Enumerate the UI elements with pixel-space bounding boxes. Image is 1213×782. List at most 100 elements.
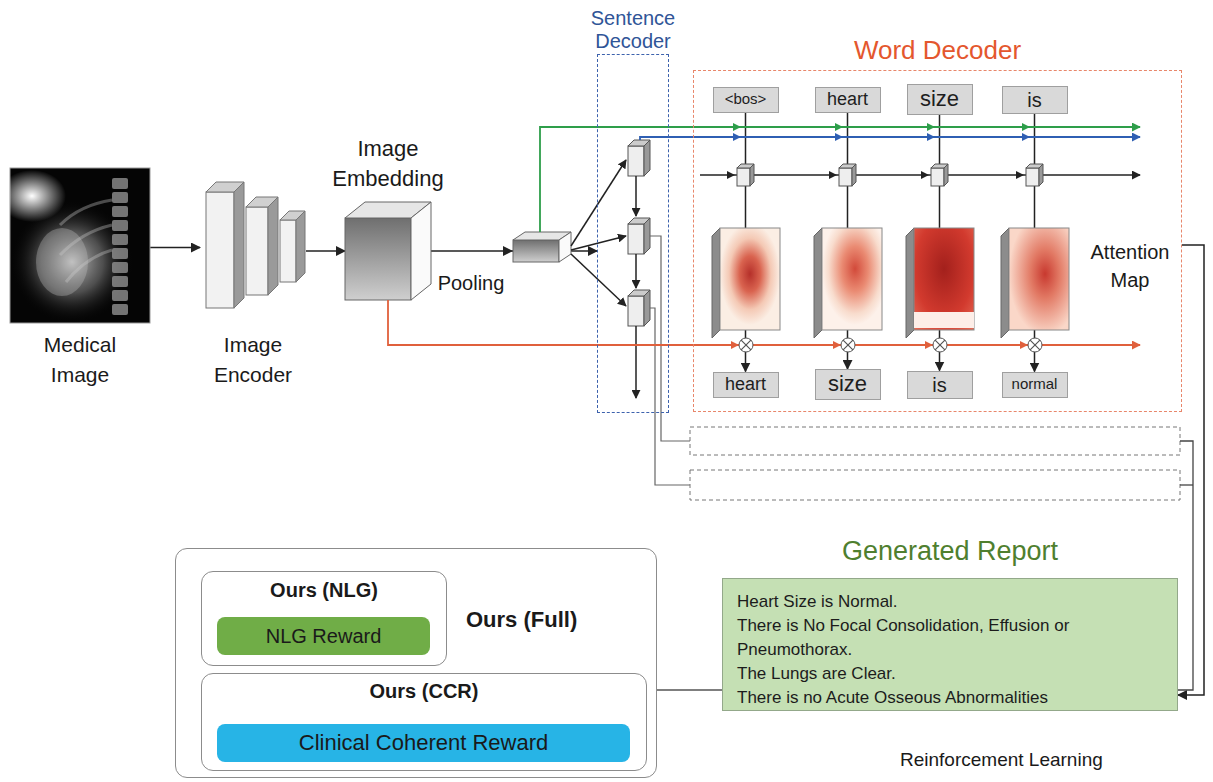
box-text: heart <box>725 375 766 395</box>
cube-front <box>345 218 411 300</box>
cell-front <box>1026 168 1039 186</box>
method-group: Ours (Full)Ours (NLG)NLG RewardOurs (CCR… <box>175 548 657 778</box>
state-arrow <box>635 254 637 288</box>
connector-arrow <box>306 250 345 252</box>
token-box: size <box>907 84 973 115</box>
method-box: Ours (CCR) Clinical Coherent Reward <box>201 673 647 771</box>
multiply-symbol <box>739 338 753 352</box>
sentence-slot <box>690 470 1180 500</box>
state-arrow <box>635 176 637 216</box>
heading-holder: Generated Report <box>722 535 1178 567</box>
multiply-cross <box>1030 340 1040 350</box>
box-body: normal <box>1003 373 1067 397</box>
box-text: Ours (CCR) <box>370 679 479 703</box>
box-heading: Word Decoder <box>788 35 1088 65</box>
decoder-step <box>906 123 974 352</box>
token-box: heart <box>713 372 779 398</box>
xray-vertebra <box>112 206 128 217</box>
token-box: <bos> <box>713 87 779 113</box>
arrow-head <box>503 246 513 256</box>
box-body: is <box>908 372 972 398</box>
arrow-head <box>921 171 929 179</box>
multiply-symbol <box>1028 338 1042 352</box>
map-side <box>814 228 822 338</box>
box-body: size <box>816 370 880 399</box>
map-side <box>906 228 914 338</box>
arrow-head <box>1016 171 1024 179</box>
fan-arrow <box>571 160 626 246</box>
medical-image: Medical Image <box>10 168 150 323</box>
arrow-head <box>829 171 837 179</box>
connector-arrow <box>150 247 200 249</box>
attention-map-strip <box>914 312 974 328</box>
box-heading: Generated Report <box>722 535 1178 567</box>
map-side <box>1001 228 1009 338</box>
box-body: size <box>908 85 972 114</box>
word-cell <box>737 164 754 186</box>
box-body: <bos> <box>714 88 778 112</box>
box-text: The Lungs are Clear. <box>737 662 896 686</box>
token-box: size <box>815 369 881 400</box>
box-text: normal <box>1012 376 1058 393</box>
multiply-symbol <box>841 338 855 352</box>
xray-vertebra <box>112 220 128 231</box>
pooled-vector <box>513 232 571 262</box>
encoder-panel <box>280 220 296 282</box>
sentence-slot <box>690 427 1180 455</box>
caption-label: Reinforcement Learning <box>900 748 1103 772</box>
xray-vertebra <box>112 304 128 315</box>
cell-front <box>628 296 644 326</box>
edge-label: Pooling <box>438 271 505 295</box>
box-body: is <box>1003 87 1067 113</box>
multiply-cross <box>935 340 945 350</box>
decoder-step <box>712 123 780 352</box>
box-body: Heart Size is Normal.There is No Focal C… <box>723 579 1177 710</box>
topic-line <box>650 236 690 441</box>
xray-rib <box>66 250 112 282</box>
arrow-head <box>1022 133 1030 141</box>
arrow-head <box>727 171 735 179</box>
word-cell <box>931 164 948 186</box>
arrow-head <box>1022 123 1030 131</box>
generated-report: Heart Size is Normal.There is No Focal C… <box>722 578 1178 711</box>
reward-bar: Clinical Coherent Reward <box>217 724 630 762</box>
xray-shoulder <box>10 170 66 222</box>
box-text: NLG Reward <box>266 624 382 648</box>
box-body: Clinical Coherent Reward <box>217 724 630 762</box>
xray-vertebra <box>112 192 128 203</box>
image-encoder: Image Encoder <box>200 182 306 313</box>
heading-holder: Image Embedding <box>318 134 458 194</box>
box-heading: Image Encoder <box>188 330 318 390</box>
box-heading: Medical Image <box>15 330 145 390</box>
image-embedding: Image Embedding <box>345 202 431 300</box>
annotation-label: Attention Map <box>1080 238 1180 294</box>
encoder-panel-side <box>234 182 244 308</box>
xray-rib <box>60 225 112 255</box>
box-text: Clinical Coherent Reward <box>299 730 548 756</box>
cell-side <box>644 290 650 326</box>
arrow-head <box>925 341 933 349</box>
box-text: size <box>828 372 867 396</box>
cell-side <box>750 164 754 186</box>
heading-holder: Medical Image <box>15 330 145 390</box>
cell-front <box>931 168 944 186</box>
decoder-step <box>1001 123 1069 352</box>
reward-bar: NLG Reward <box>217 617 430 655</box>
heading-holder: Word Decoder <box>788 35 1088 65</box>
arrow-head <box>927 133 935 141</box>
hidden-state-line <box>700 174 1140 176</box>
token-box: normal <box>1002 372 1068 398</box>
box-heading: Sentence Decoder <box>573 7 693 53</box>
arrow-head <box>835 123 843 131</box>
cube-side <box>411 202 431 300</box>
heading-holder: Sentence Decoder <box>573 7 693 53</box>
heading-holder: Ours (Full) <box>466 607 577 633</box>
label-holder: Reinforcement Learning <box>900 748 1103 772</box>
encoder-panel-side <box>296 211 305 282</box>
cell-side <box>1039 164 1043 186</box>
attention-map <box>720 228 780 330</box>
global-feature-line <box>540 127 1140 232</box>
arrow-head <box>731 341 739 349</box>
box-heading: Ours (Full) <box>466 607 577 633</box>
merge-bracket <box>1180 484 1193 485</box>
